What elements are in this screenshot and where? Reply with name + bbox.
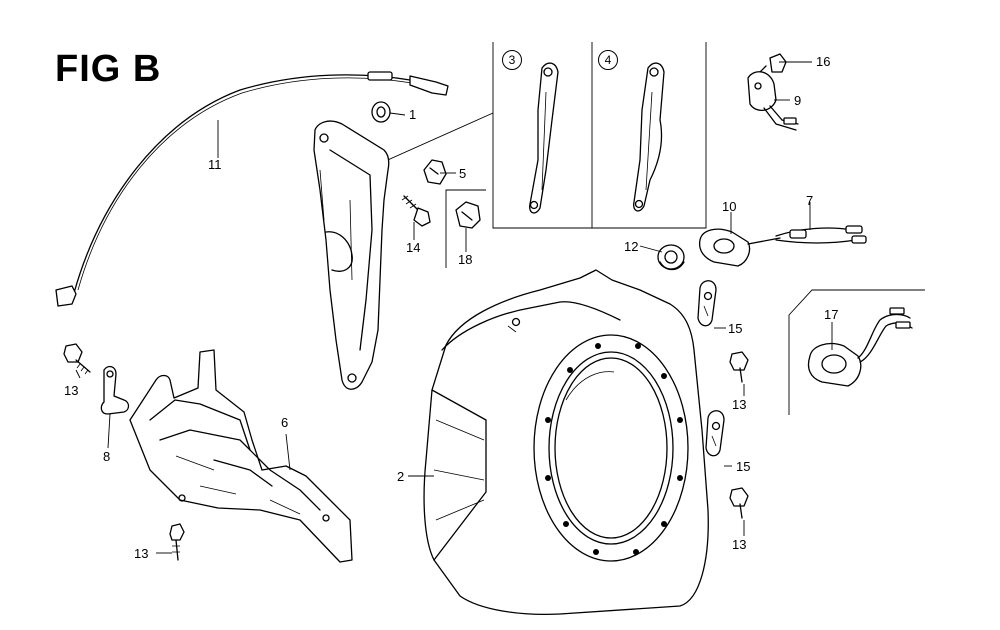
part-13-bolt-left-lower [169,523,185,561]
part-13-bolt-left-upper [63,343,91,375]
part-11-cable [55,71,449,307]
callout-15-lower: 15 [736,459,751,474]
part-2-fan-cover [423,269,709,615]
callout-13-left-lower: 13 [134,546,149,561]
callout-7: 7 [806,193,814,208]
callout-2: 2 [397,469,405,484]
part-13-bolt-right-lower [729,487,749,519]
callout-13-left-upper: 13 [64,383,79,398]
part-8-bracket [100,365,130,415]
callout-18: 18 [458,252,473,267]
part-shroud-cover [313,120,390,390]
callout-1: 1 [409,107,417,122]
part-16-bolt [757,53,787,75]
part-13-bolt-right-upper [729,351,749,383]
callout-11: 11 [208,157,222,172]
part-1-grommet [371,101,391,123]
detail-frame-17 [788,289,925,415]
part-14-bolt [401,195,431,227]
leader-lines [75,61,833,554]
part-12-grommet [657,244,685,271]
callout-6: 6 [281,415,289,430]
part-6-guard [129,349,353,563]
part-9-switch [747,71,799,131]
callout-9: 9 [794,93,802,108]
callout-13-right-lower: 13 [732,537,747,552]
part-17-switch [807,307,913,387]
callout-15-upper: 15 [728,321,743,336]
part-15-clip-upper [697,280,717,327]
part-15-clip-lower [705,410,725,457]
callout-13-right-upper: 13 [732,397,747,412]
callout-16: 16 [816,54,831,69]
callout-12: 12 [624,239,639,254]
part-5-clip [423,159,447,185]
callout-14: 14 [406,240,421,255]
part-10-switch [698,228,781,267]
callout-10: 10 [722,199,737,214]
callout-17: 17 [824,307,839,322]
detail-tag-3: 3 [502,50,522,70]
part-3-bracket [529,62,559,214]
part-4-bracket [633,62,665,212]
part-7-wire [775,225,867,244]
part-18-clip [455,201,481,229]
detail-tag-4: 4 [598,50,618,70]
detail-frame-3-4 [380,42,707,229]
callout-5: 5 [459,166,467,181]
figure-title: FIG B [55,48,162,90]
callout-8: 8 [103,449,111,464]
detail-frame-18 [445,189,486,268]
